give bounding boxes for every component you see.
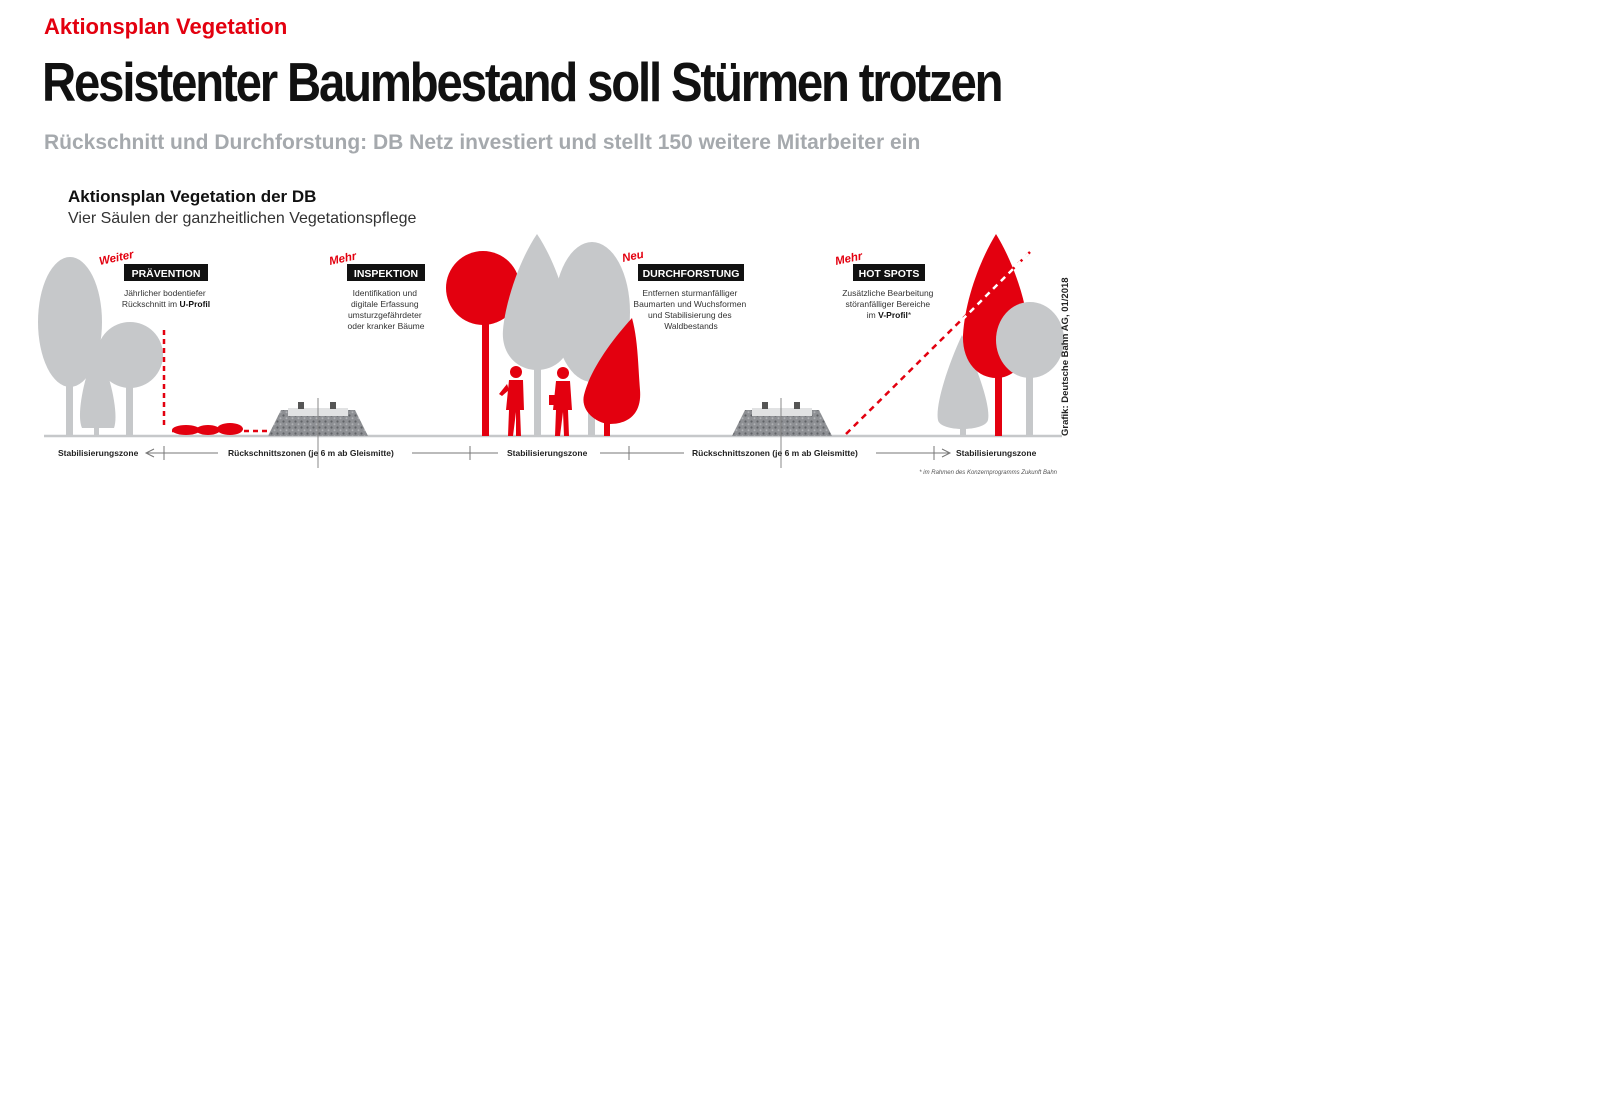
pillar-label: HOT SPOTS <box>859 268 920 280</box>
pillar-inspektion: Mehr INSPEKTION Identifikation und digit… <box>328 250 425 331</box>
middle-forest <box>446 234 641 436</box>
graphic-title: Aktionsplan Vegetation der DB <box>68 187 317 206</box>
svg-text:Entfernen sturmanfälliger: Entfernen sturmanfälliger Baumarten und … <box>633 288 748 331</box>
svg-text:Jährlicher bodentiefer R: Jährlicher bodentiefer Rückschnitt im U-… <box>122 288 210 309</box>
graphic-subtitle: Vier Säulen der ganzheitlichen Vegetatio… <box>68 210 417 227</box>
zone-label: Rückschnittszonen (je 6 m ab Gleismitte) <box>228 448 394 458</box>
worker-figures <box>499 366 572 436</box>
pillar-tag: Mehr <box>834 250 864 268</box>
left-tree-group <box>38 257 163 436</box>
pillar-label: DURCHFORSTUNG <box>643 268 740 280</box>
svg-text:Identifikation und digit: Identifikation und digitale Erfassung um… <box>347 288 424 331</box>
zone-labels: Stabilisierungszone Rückschnittszonen (j… <box>58 448 1037 458</box>
cut-branches <box>172 423 243 435</box>
pillar-praevention: Weiter PRÄVENTION Jährlicher bodentiefer… <box>98 249 210 309</box>
pillar-label: PRÄVENTION <box>132 267 201 280</box>
footnote: * im Rahmen des Konzernprogramms Zukunft… <box>919 470 1057 476</box>
headline: Resistenter Baumbestand soll Stürmen tro… <box>42 51 1004 113</box>
pillar-tag: Mehr <box>328 250 358 268</box>
zone-label: Stabilisierungszone <box>58 448 139 458</box>
zone-label: Stabilisierungszone <box>956 448 1037 458</box>
graphic-credit: Grafik: Deutsche Bahn AG, 01/2018 <box>1060 277 1071 436</box>
pillar-durchforstung: Neu DURCHFORSTUNG Entfernen sturmanfälli… <box>621 249 748 331</box>
pillar-label: INSPEKTION <box>354 268 418 280</box>
deck: Rückschnitt und Durchforstung: DB Netz i… <box>44 131 921 154</box>
zone-label: Rückschnittszonen (je 6 m ab Gleismitte) <box>692 448 858 458</box>
zone-label: Stabilisierungszone <box>507 448 588 458</box>
pillar-tag: Neu <box>621 249 645 265</box>
right-tree-group <box>937 234 1064 436</box>
kicker: Aktionsplan Vegetation <box>44 14 288 39</box>
track-left <box>268 398 368 468</box>
track-right <box>732 398 832 468</box>
zone-axis <box>144 446 952 460</box>
pillar-hot-spots: Mehr HOT SPOTS Zusätzliche Bearbeitung s… <box>834 250 936 320</box>
svg-text:Zusätzliche Bearbeitung: Zusätzliche Bearbeitung störanfälliger B… <box>842 288 936 320</box>
